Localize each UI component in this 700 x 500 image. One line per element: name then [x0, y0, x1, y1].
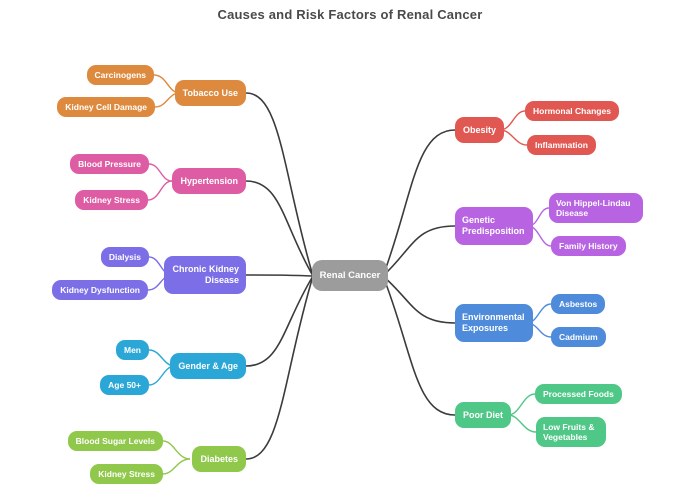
node-dialysis[interactable]: Dialysis — [100, 247, 149, 267]
node-blood-pressure[interactable]: Blood Pressure — [70, 154, 149, 174]
edge-center-chronic-kidney-disease — [245, 274, 314, 277]
node-cadmium[interactable]: Cadmium — [551, 327, 606, 347]
edge-diabetes-blood-sugar-levels — [162, 440, 191, 460]
edge-center-environmental-exposures — [382, 275, 456, 324]
node-poor-diet[interactable]: Poor Diet — [455, 402, 512, 428]
node-asbestos[interactable]: Asbestos — [551, 294, 606, 314]
diagram-title: Causes and Risk Factors of Renal Cancer — [217, 7, 483, 22]
node-low-fruits-vegetables[interactable]: Low Fruits & Vegetables — [536, 417, 606, 447]
edge-obesity-inflammation — [499, 129, 528, 146]
edge-diabetes-kidney-stress — [162, 458, 191, 475]
node-blood-sugar-levels[interactable]: Blood Sugar Levels — [67, 431, 163, 451]
node-von-hippel-lindau-disease[interactable]: Von Hippel-Lindau Disease — [549, 193, 643, 223]
node-tobacco-use[interactable]: Tobacco Use — [174, 80, 246, 106]
node-kidney-dysfunction[interactable]: Kidney Dysfunction — [52, 280, 148, 300]
edge-center-hypertension — [245, 180, 314, 277]
node-diabetes[interactable]: Diabetes — [192, 446, 246, 472]
node-environmental-exposures[interactable]: Environmental Exposures — [455, 304, 533, 342]
node-hormonal-changes[interactable]: Hormonal Changes — [525, 101, 619, 121]
edge-center-gender-age — [245, 275, 314, 367]
node-men[interactable]: Men — [116, 340, 149, 360]
edge-hypertension-kidney-stress — [147, 180, 173, 201]
edge-center-poor-diet — [382, 275, 456, 416]
node-age-50-plus[interactable]: Age 50+ — [100, 375, 149, 395]
node-gender-age[interactable]: Gender & Age — [170, 353, 246, 379]
node-kidney-stress-hypertension[interactable]: Kidney Stress — [75, 190, 148, 210]
edge-center-tobacco-use — [245, 92, 314, 277]
node-kidney-cell-damage[interactable]: Kidney Cell Damage — [57, 97, 155, 117]
node-renal-cancer[interactable]: Renal Cancer — [312, 260, 388, 291]
edge-poor-diet-processed-foods — [507, 393, 536, 416]
node-carcinogens[interactable]: Carcinogens — [86, 65, 154, 85]
edge-center-diabetes — [245, 275, 314, 460]
edge-hypertension-blood-pressure — [148, 163, 173, 182]
edge-poor-diet-low-fruits — [507, 414, 537, 433]
node-obesity[interactable]: Obesity — [455, 117, 505, 143]
node-hypertension[interactable]: Hypertension — [172, 168, 246, 194]
node-processed-foods[interactable]: Processed Foods — [535, 384, 622, 404]
node-kidney-stress-diabetes[interactable]: Kidney Stress — [90, 464, 163, 484]
edge-center-genetic-predisposition — [382, 225, 456, 277]
node-chronic-kidney-disease[interactable]: Chronic Kidney Disease — [164, 256, 246, 294]
node-inflammation[interactable]: Inflammation — [527, 135, 596, 155]
node-genetic-predisposition[interactable]: Genetic Predisposition — [455, 207, 533, 245]
node-family-history[interactable]: Family History — [551, 236, 626, 256]
edge-center-obesity — [382, 129, 456, 277]
